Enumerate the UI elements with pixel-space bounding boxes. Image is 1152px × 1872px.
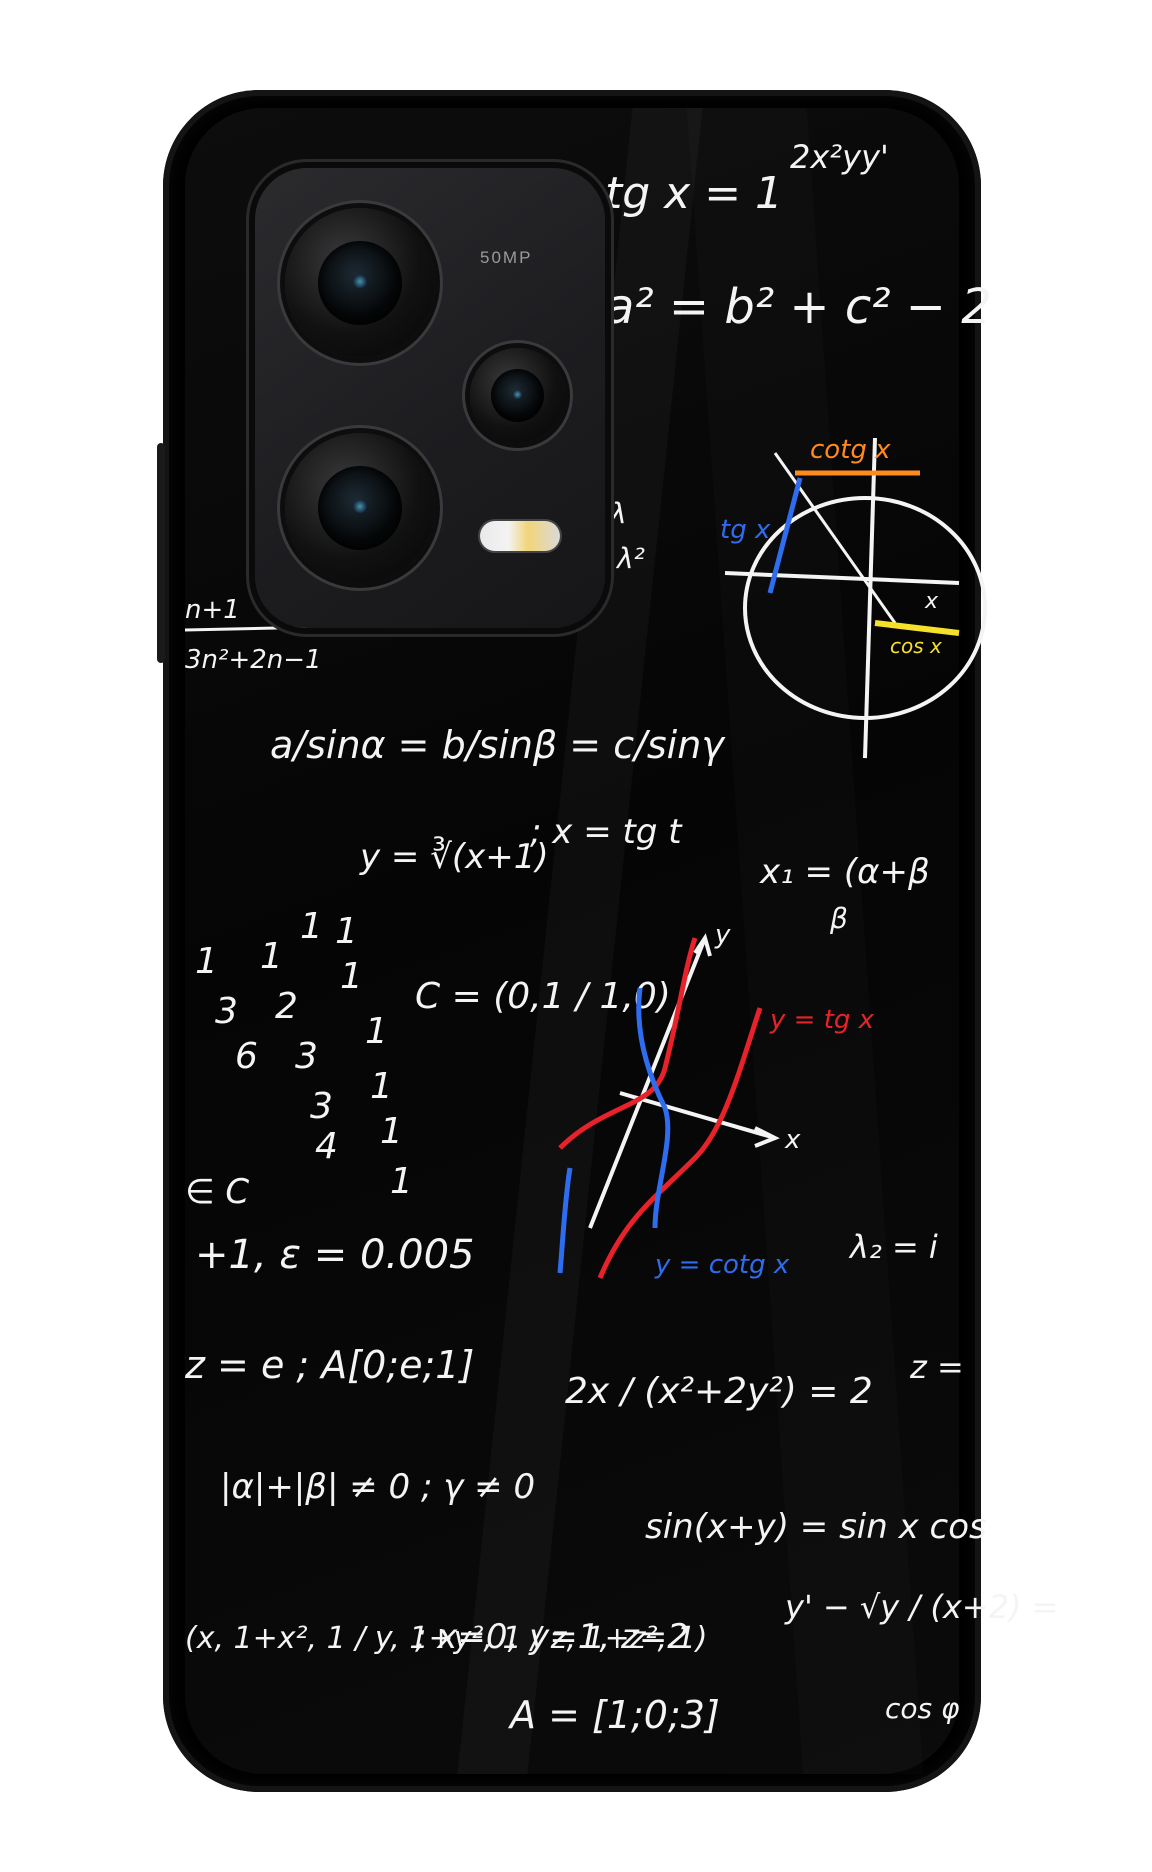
megapixel-label: 50MP [480, 248, 533, 267]
label-cos: cos x [890, 634, 942, 658]
formula-beta: β [829, 902, 848, 935]
tg-segment [767, 477, 803, 594]
pyramid-number: 3 [310, 1086, 333, 1127]
formula-cube-root: y = ∛(x+1) [359, 836, 549, 877]
cotg-curve-2 [557, 1167, 573, 1274]
pyramid-number: 1 [340, 956, 363, 997]
formula-matrix-3x3: (x, 1+x², 1 / y, 1+y², 1 / z, 1+z², 1) [185, 1621, 707, 1656]
camera-module: 50MP [255, 168, 605, 628]
pyramid-number: 1 [365, 1011, 388, 1052]
pyramid-number: 2 [275, 986, 298, 1027]
label-cotg: cotg x [810, 435, 891, 465]
pyramid-number: 1 [260, 936, 283, 977]
lens-reflection [353, 274, 367, 289]
formula-pythagoras: a² = b² + c² − 2 [605, 279, 992, 335]
pyramid-number: 3 [215, 991, 238, 1032]
lens-reflection [513, 390, 522, 399]
graph-y-axis [588, 937, 707, 1229]
number-pyramid: 1 1 1 1 2 1 3 3 1 6 3 1 4 1 1 [195, 906, 413, 1202]
circle-x-axis [724, 571, 960, 585]
label-x-axis: x [784, 1125, 801, 1155]
main-camera-lens [285, 208, 435, 358]
formula-lambda2: λ₂ = i [848, 1228, 938, 1266]
pyramid-number: 1 [195, 941, 218, 982]
formula-n-plus-1: n+1 [185, 595, 240, 625]
formula-sin-sum: sin(x+y) = sin x cos [645, 1507, 987, 1547]
label-y-cotg-x: y = cotg x [654, 1250, 790, 1280]
pyramid-number: 6 [235, 1036, 258, 1077]
tg-curve-2 [597, 1007, 763, 1279]
formula-x-tg-t: ; x = tg t [530, 812, 683, 852]
phone-case: tg x = 1 2x²yy' a² = b² + c² − 2 λ λ² n+… [163, 90, 1058, 1792]
formula-epsilon: +1, ε = 0.005 [195, 1232, 474, 1278]
secondary-camera-lens [285, 433, 435, 583]
cos-segment [874, 620, 960, 636]
formula-fraction-2x: 2x / (x²+2y²) = 2 [565, 1371, 873, 1412]
lens-glass [318, 241, 402, 325]
formula-in-c: ∈ C [185, 1172, 249, 1212]
lens-glass [490, 368, 545, 423]
side-button-cutout [157, 443, 165, 663]
formula-z-e: z = e ; A[0;e;1] [184, 1343, 474, 1387]
circle-radius [773, 452, 897, 624]
case-back-print: tg x = 1 2x²yy' a² = b² + c² − 2 λ λ² n+… [184, 108, 1058, 1774]
formula-sine-law: a/sinα = b/sinβ = c/sinγ [270, 723, 726, 767]
graph-y-arrow [693, 933, 712, 957]
formula-3n2: 3n²+2n−1 [185, 645, 322, 675]
pyramid-number: 1 [335, 911, 358, 952]
cotg-curve-1 [636, 987, 671, 1229]
formula-tg: tg x = 1 [605, 168, 783, 219]
pyramid-number: 4 [315, 1126, 338, 1167]
formula-cos-phi: cos φ [885, 1692, 960, 1725]
formula-matrix-c: C = (0,1 / 1,0) [415, 976, 671, 1017]
formula-a-vector: A = [1;0;3] [507, 1693, 720, 1737]
label-tg: tg x [720, 515, 771, 545]
tangent-graph: y x y = tg x y = cotg x [557, 920, 875, 1280]
formula-y-prime: y' − √y / (x+2) = [784, 1588, 1058, 1626]
tg-curve-1 [558, 937, 698, 1150]
formula-lambda-squared: λ² [615, 542, 645, 575]
unit-circle [743, 496, 987, 720]
pyramid-number: 3 [295, 1036, 318, 1077]
formula-lambda: λ [608, 497, 627, 530]
math-chalkboard-art: tg x = 1 2x²yy' a² = b² + c² − 2 λ λ² n+… [184, 138, 1058, 1737]
macro-camera-lens [470, 348, 565, 443]
flash-led [480, 521, 560, 551]
formula-z-partial: z = [909, 1348, 964, 1386]
formula-xyz: ; x=0, y=1, z=2 [415, 1617, 689, 1657]
pyramid-number: 1 [390, 1161, 413, 1202]
label-x: x [924, 589, 939, 614]
pyramid-number: 1 [300, 906, 323, 947]
formula-2x2yy: 2x²yy' [790, 138, 889, 176]
formula-alpha-beta: |α|+|β| ≠ 0 ; γ ≠ 0 [220, 1467, 535, 1507]
label-y-tg-x: y = tg x [769, 1005, 875, 1035]
lens-reflection [353, 499, 367, 514]
graph-x-axis [619, 1091, 776, 1140]
label-y-axis: y [714, 920, 731, 950]
pyramid-number: 1 [370, 1066, 393, 1107]
pyramid-number: 1 [380, 1111, 403, 1152]
unit-circle-diagram: cotg x tg x cos x x [720, 435, 987, 759]
lens-glass [318, 466, 402, 550]
formula-x1: x₁ = (α+β [759, 852, 930, 892]
circle-y-axis [863, 437, 877, 759]
graph-x-arrow [754, 1126, 780, 1148]
